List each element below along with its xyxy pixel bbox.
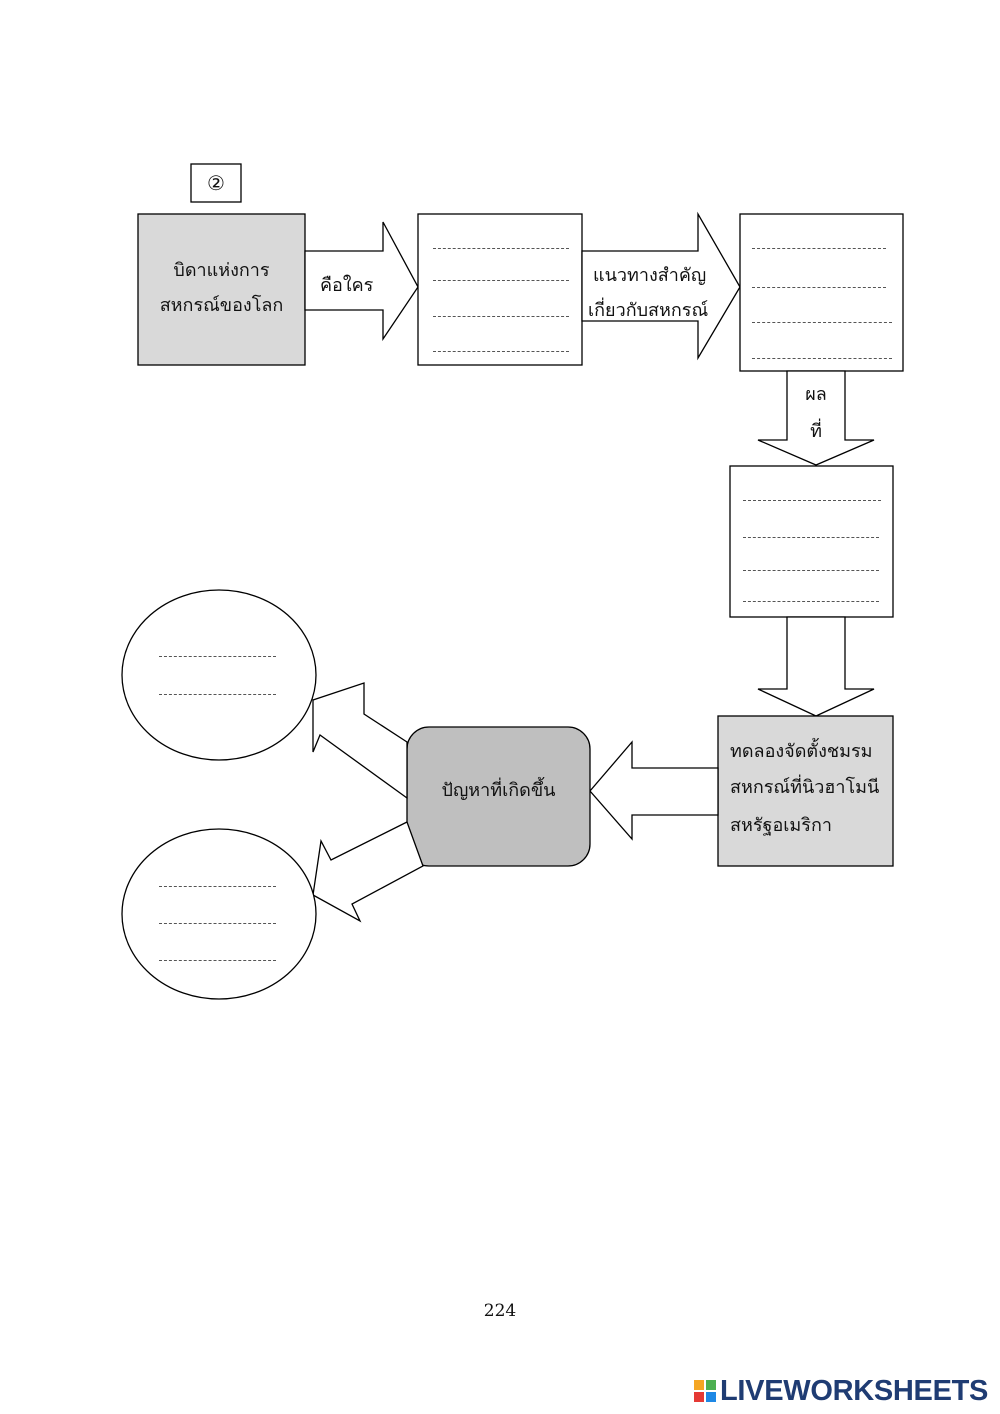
answer-line[interactable]	[743, 500, 881, 501]
marker-box	[190, 163, 242, 203]
answer-line[interactable]	[433, 351, 569, 352]
experiment-box-line1: ทดลองจัดตั้งชมรม	[730, 741, 873, 762]
problem-answer-oval-1	[121, 589, 317, 761]
answer-line[interactable]	[159, 694, 276, 695]
answer-line[interactable]	[433, 280, 569, 281]
answer-line[interactable]	[159, 960, 276, 961]
father-box-line2: สหกรณ์ของโลก	[159, 295, 284, 316]
answer-box-result	[729, 465, 894, 618]
answer-line[interactable]	[433, 316, 569, 317]
answer-line[interactable]	[752, 287, 886, 288]
problem-answer-oval-2	[121, 828, 317, 1000]
who-arrow-label: คือใคร	[320, 275, 374, 296]
father-box	[137, 213, 306, 366]
father-box-line1: บิดาแห่งการ	[173, 260, 270, 281]
left-arrow	[589, 740, 719, 841]
answer-line[interactable]	[743, 570, 879, 571]
down-arrow-2	[757, 616, 875, 717]
experiment-box-line2: สหกรณ์ที่นิวฮาโมนี	[730, 777, 880, 798]
experiment-box	[717, 715, 894, 867]
result-arrow-line2: ที่	[810, 421, 822, 442]
principle-arrow	[581, 211, 741, 361]
answer-line[interactable]	[752, 322, 892, 323]
result-arrow-line1: ผล	[805, 384, 827, 405]
answer-line[interactable]	[159, 886, 276, 887]
problem-box-label: ปัญหาที่เกิดขึ้น	[441, 780, 556, 801]
logo-text: LIVEWORKSHEETS	[720, 1374, 989, 1407]
problem-arrow-upper	[312, 682, 408, 800]
answer-line[interactable]	[159, 923, 276, 924]
result-arrow	[757, 370, 875, 466]
principle-arrow-line2: เกี่ยวกับสหกรณ์	[588, 300, 709, 321]
liveworksheets-logo: LIVEWORKSHEETS	[694, 1374, 989, 1407]
section-marker: ②	[207, 171, 225, 195]
answer-line[interactable]	[433, 248, 569, 249]
answer-line[interactable]	[743, 537, 879, 538]
logo-mark-icon	[694, 1380, 716, 1402]
answer-box-who	[417, 213, 583, 366]
answer-line[interactable]	[159, 656, 276, 657]
principle-arrow-line1: แนวทางสำคัญ	[593, 265, 707, 286]
answer-box-principle	[739, 213, 904, 372]
page-number: 224	[483, 1301, 517, 1321]
answer-line[interactable]	[752, 248, 886, 249]
who-arrow	[304, 221, 419, 342]
answer-line[interactable]	[743, 601, 879, 602]
problem-arrow-lower	[312, 821, 424, 923]
answer-line[interactable]	[752, 358, 892, 359]
experiment-box-line3: สหรัฐอเมริกา	[730, 815, 832, 836]
